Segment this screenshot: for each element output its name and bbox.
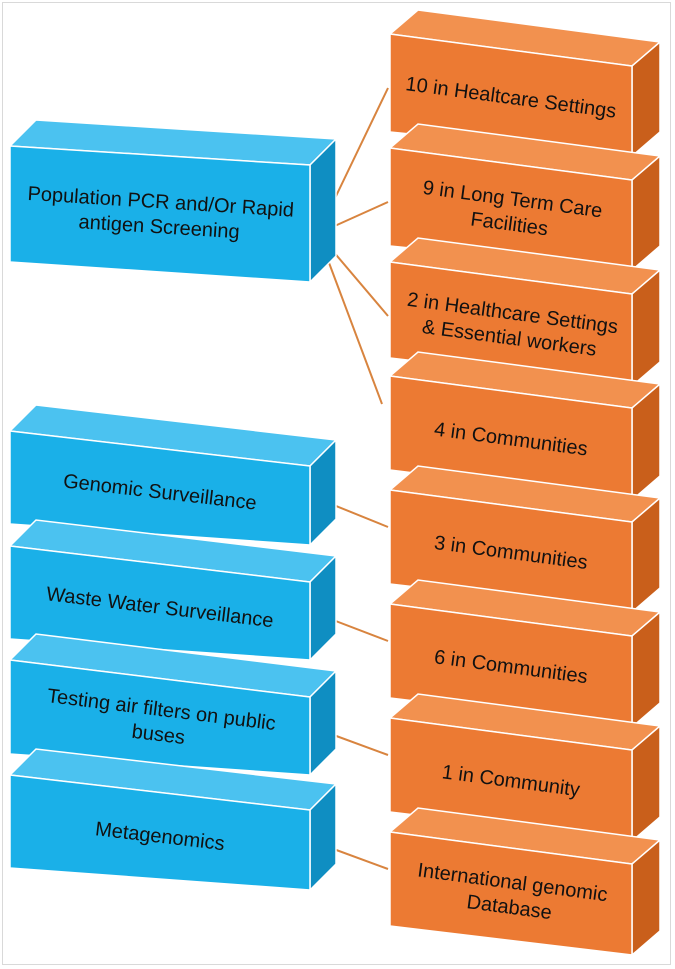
finding-box-front-face xyxy=(389,831,633,956)
finding-box: 3 in Communities xyxy=(388,465,662,614)
method-box: Metagenomics xyxy=(8,748,338,892)
method-box-front-face xyxy=(9,545,311,661)
finding-box: 1 in Community xyxy=(388,693,662,843)
method-box-front-face xyxy=(9,659,311,776)
method-box: Waste Water Surveillance xyxy=(8,519,338,662)
method-box-front-face xyxy=(9,145,311,283)
finding-box: 6 in Communities xyxy=(388,579,662,729)
method-box: Genomic Surveillance xyxy=(8,404,338,547)
method-box-front-face xyxy=(9,774,311,891)
method-box-front-face xyxy=(9,430,311,546)
finding-box: 10 in Healtcare Settings xyxy=(388,9,662,158)
method-box-side-face xyxy=(309,137,337,284)
finding-box: 4 in Communities xyxy=(388,351,662,502)
